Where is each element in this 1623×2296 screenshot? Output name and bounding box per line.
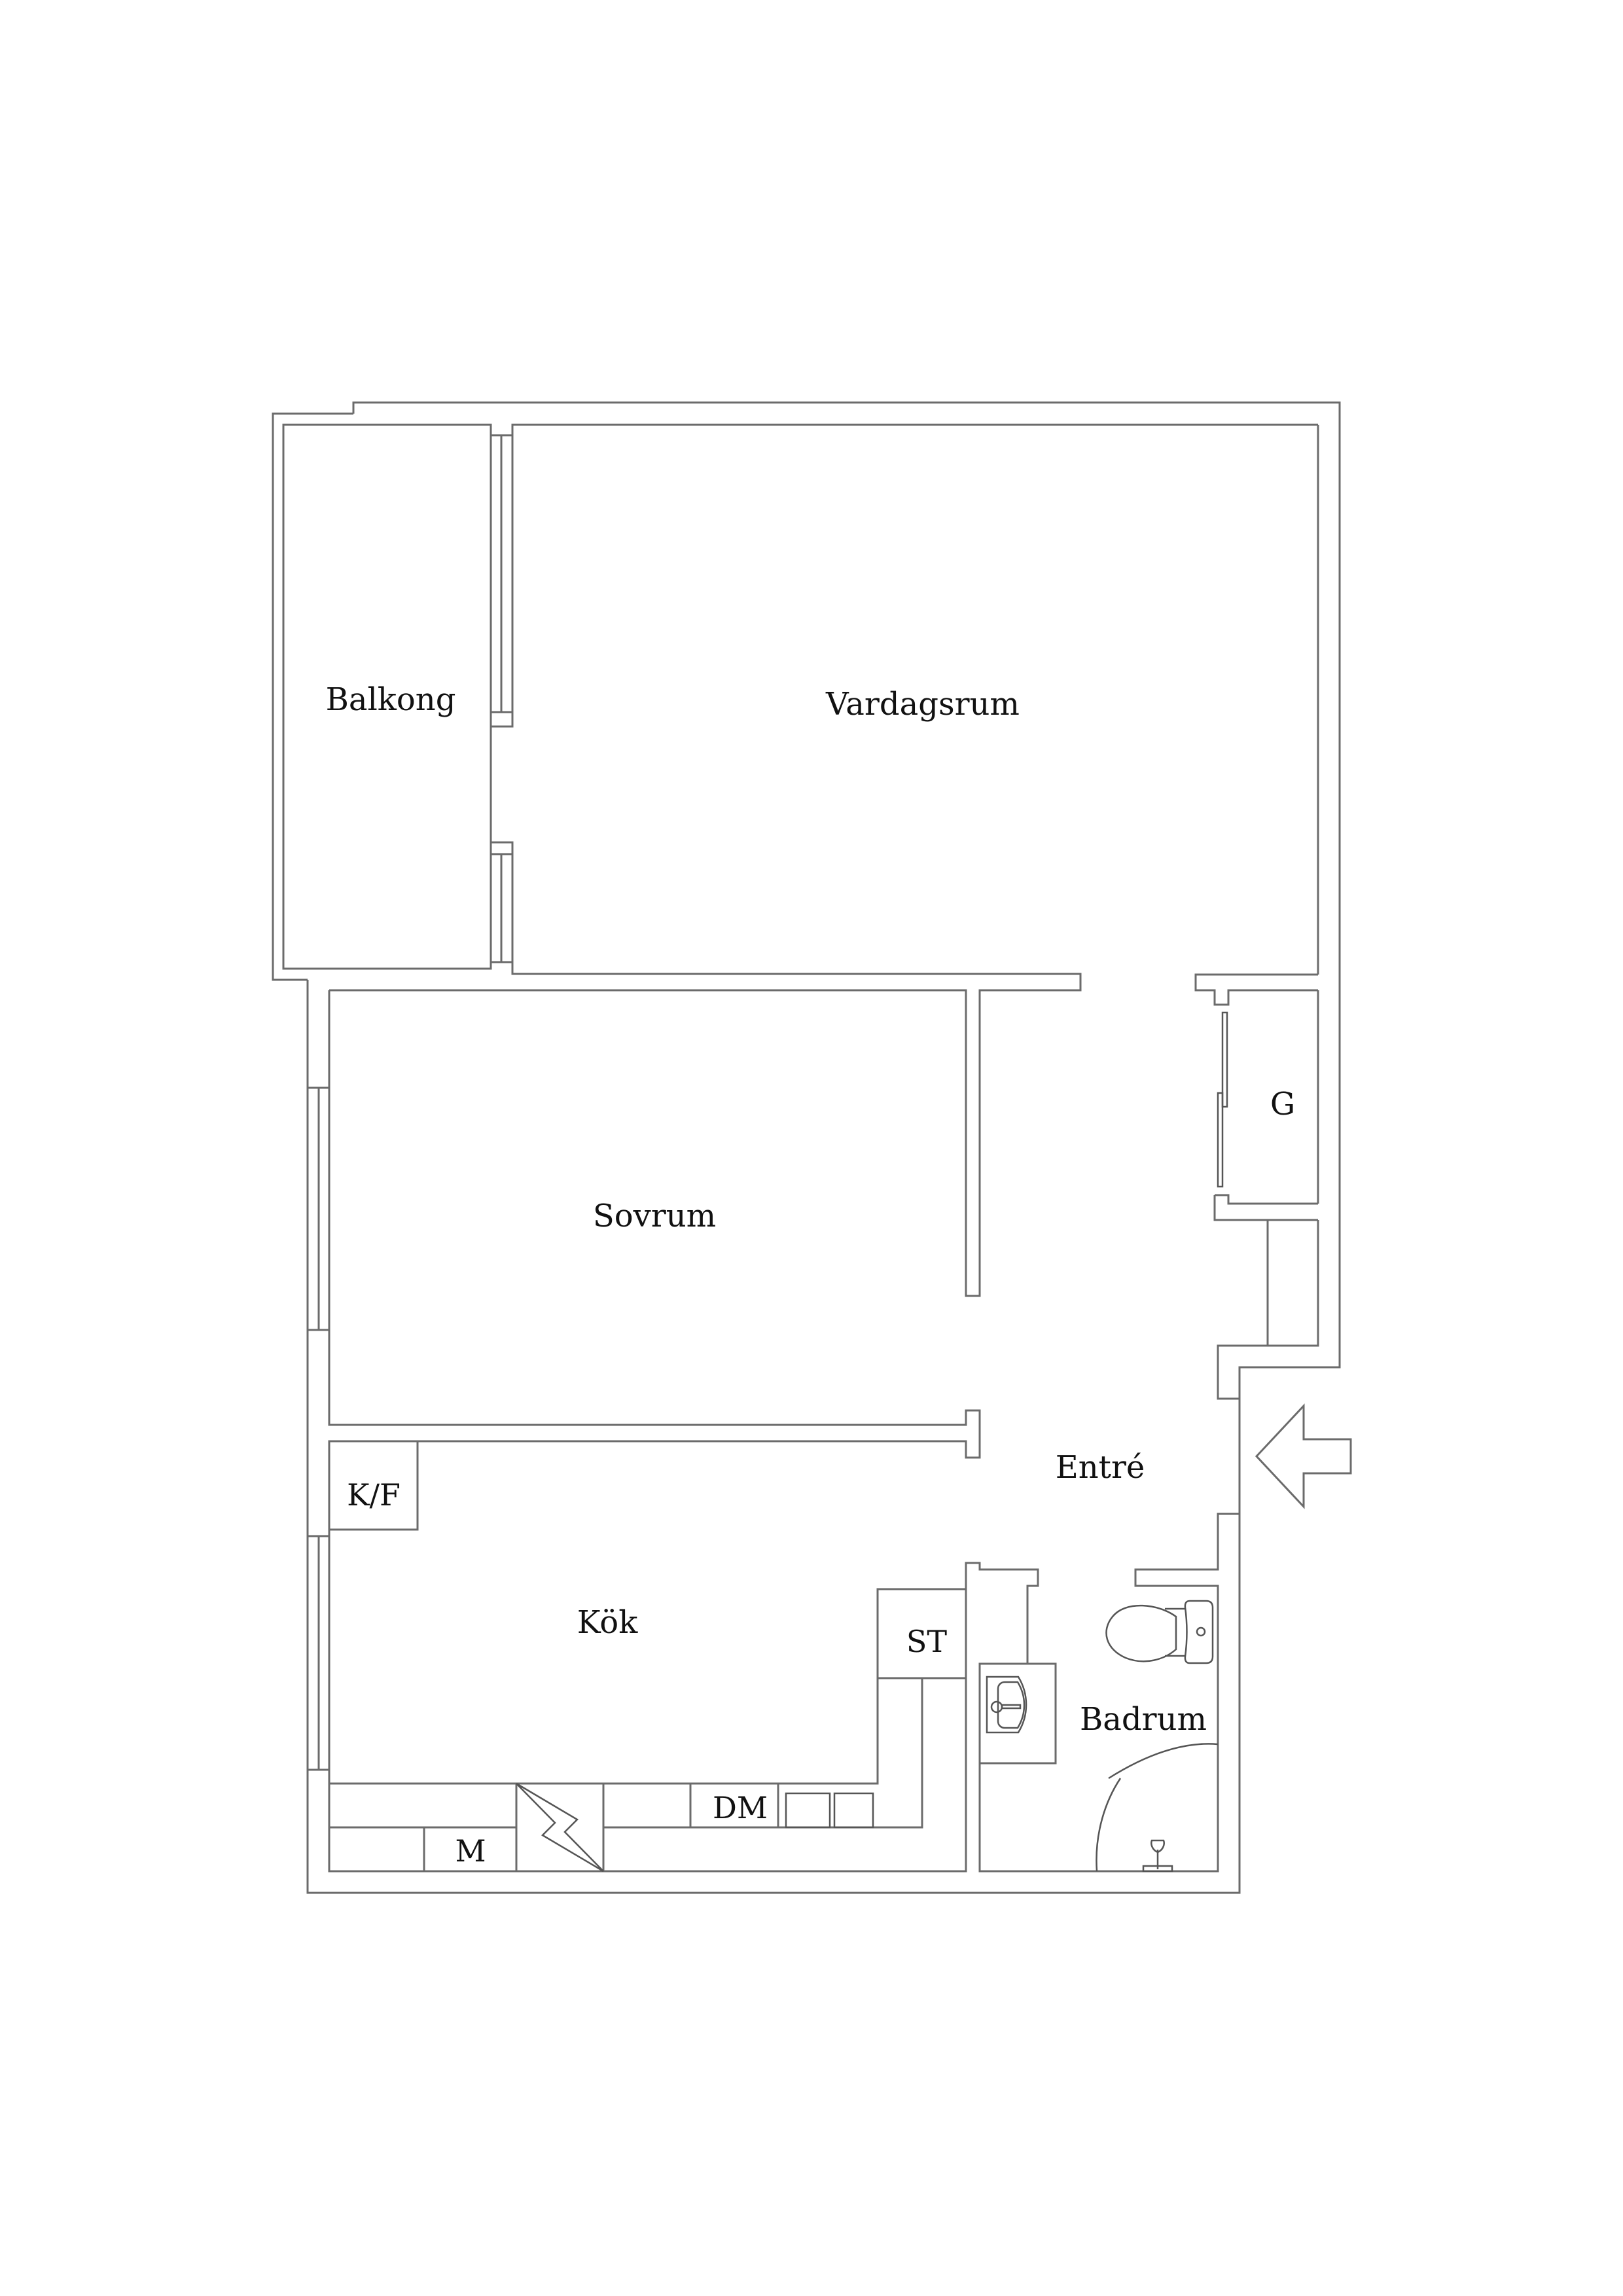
sink-icon (986, 1676, 1027, 1734)
kitchen (308, 1440, 967, 1873)
room-label-closet: G (1270, 1086, 1295, 1122)
microwave-label: M (455, 1833, 486, 1869)
sink-cabinet (978, 1662, 1057, 1765)
sliding-door (1221, 1011, 1228, 1108)
closet (1213, 1011, 1318, 1221)
bathroom (965, 1562, 1219, 1873)
sliding-door (1217, 1092, 1224, 1188)
room-label-entrance: Entré (1056, 1449, 1145, 1486)
lightning-stove-icon (516, 1782, 604, 1873)
wardrobe-label: ST (906, 1624, 948, 1659)
room-label-kitchen: Kök (577, 1604, 638, 1641)
room-label-balcony: Balkong (326, 681, 456, 718)
bedroom (308, 990, 981, 1459)
living-room (329, 423, 1318, 1297)
cabinet-box (833, 1792, 874, 1829)
room-label-living-room: Vardagsrum (825, 686, 1020, 723)
toilet-icon (1105, 1600, 1214, 1664)
dishwasher-label: DM (713, 1790, 768, 1825)
fridge-freezer-box (328, 1440, 419, 1531)
room-label-bathroom: Badrum (1080, 1701, 1207, 1738)
exterior-walls (306, 401, 1341, 1894)
room-label-bedroom: Sovrum (593, 1198, 716, 1234)
balcony-area (272, 412, 514, 981)
fridge-freezer-label: K/F (347, 1477, 401, 1513)
arrow-left-icon (1255, 1403, 1352, 1509)
cabinet-box (785, 1792, 831, 1829)
shower-icon (1096, 1743, 1219, 1873)
